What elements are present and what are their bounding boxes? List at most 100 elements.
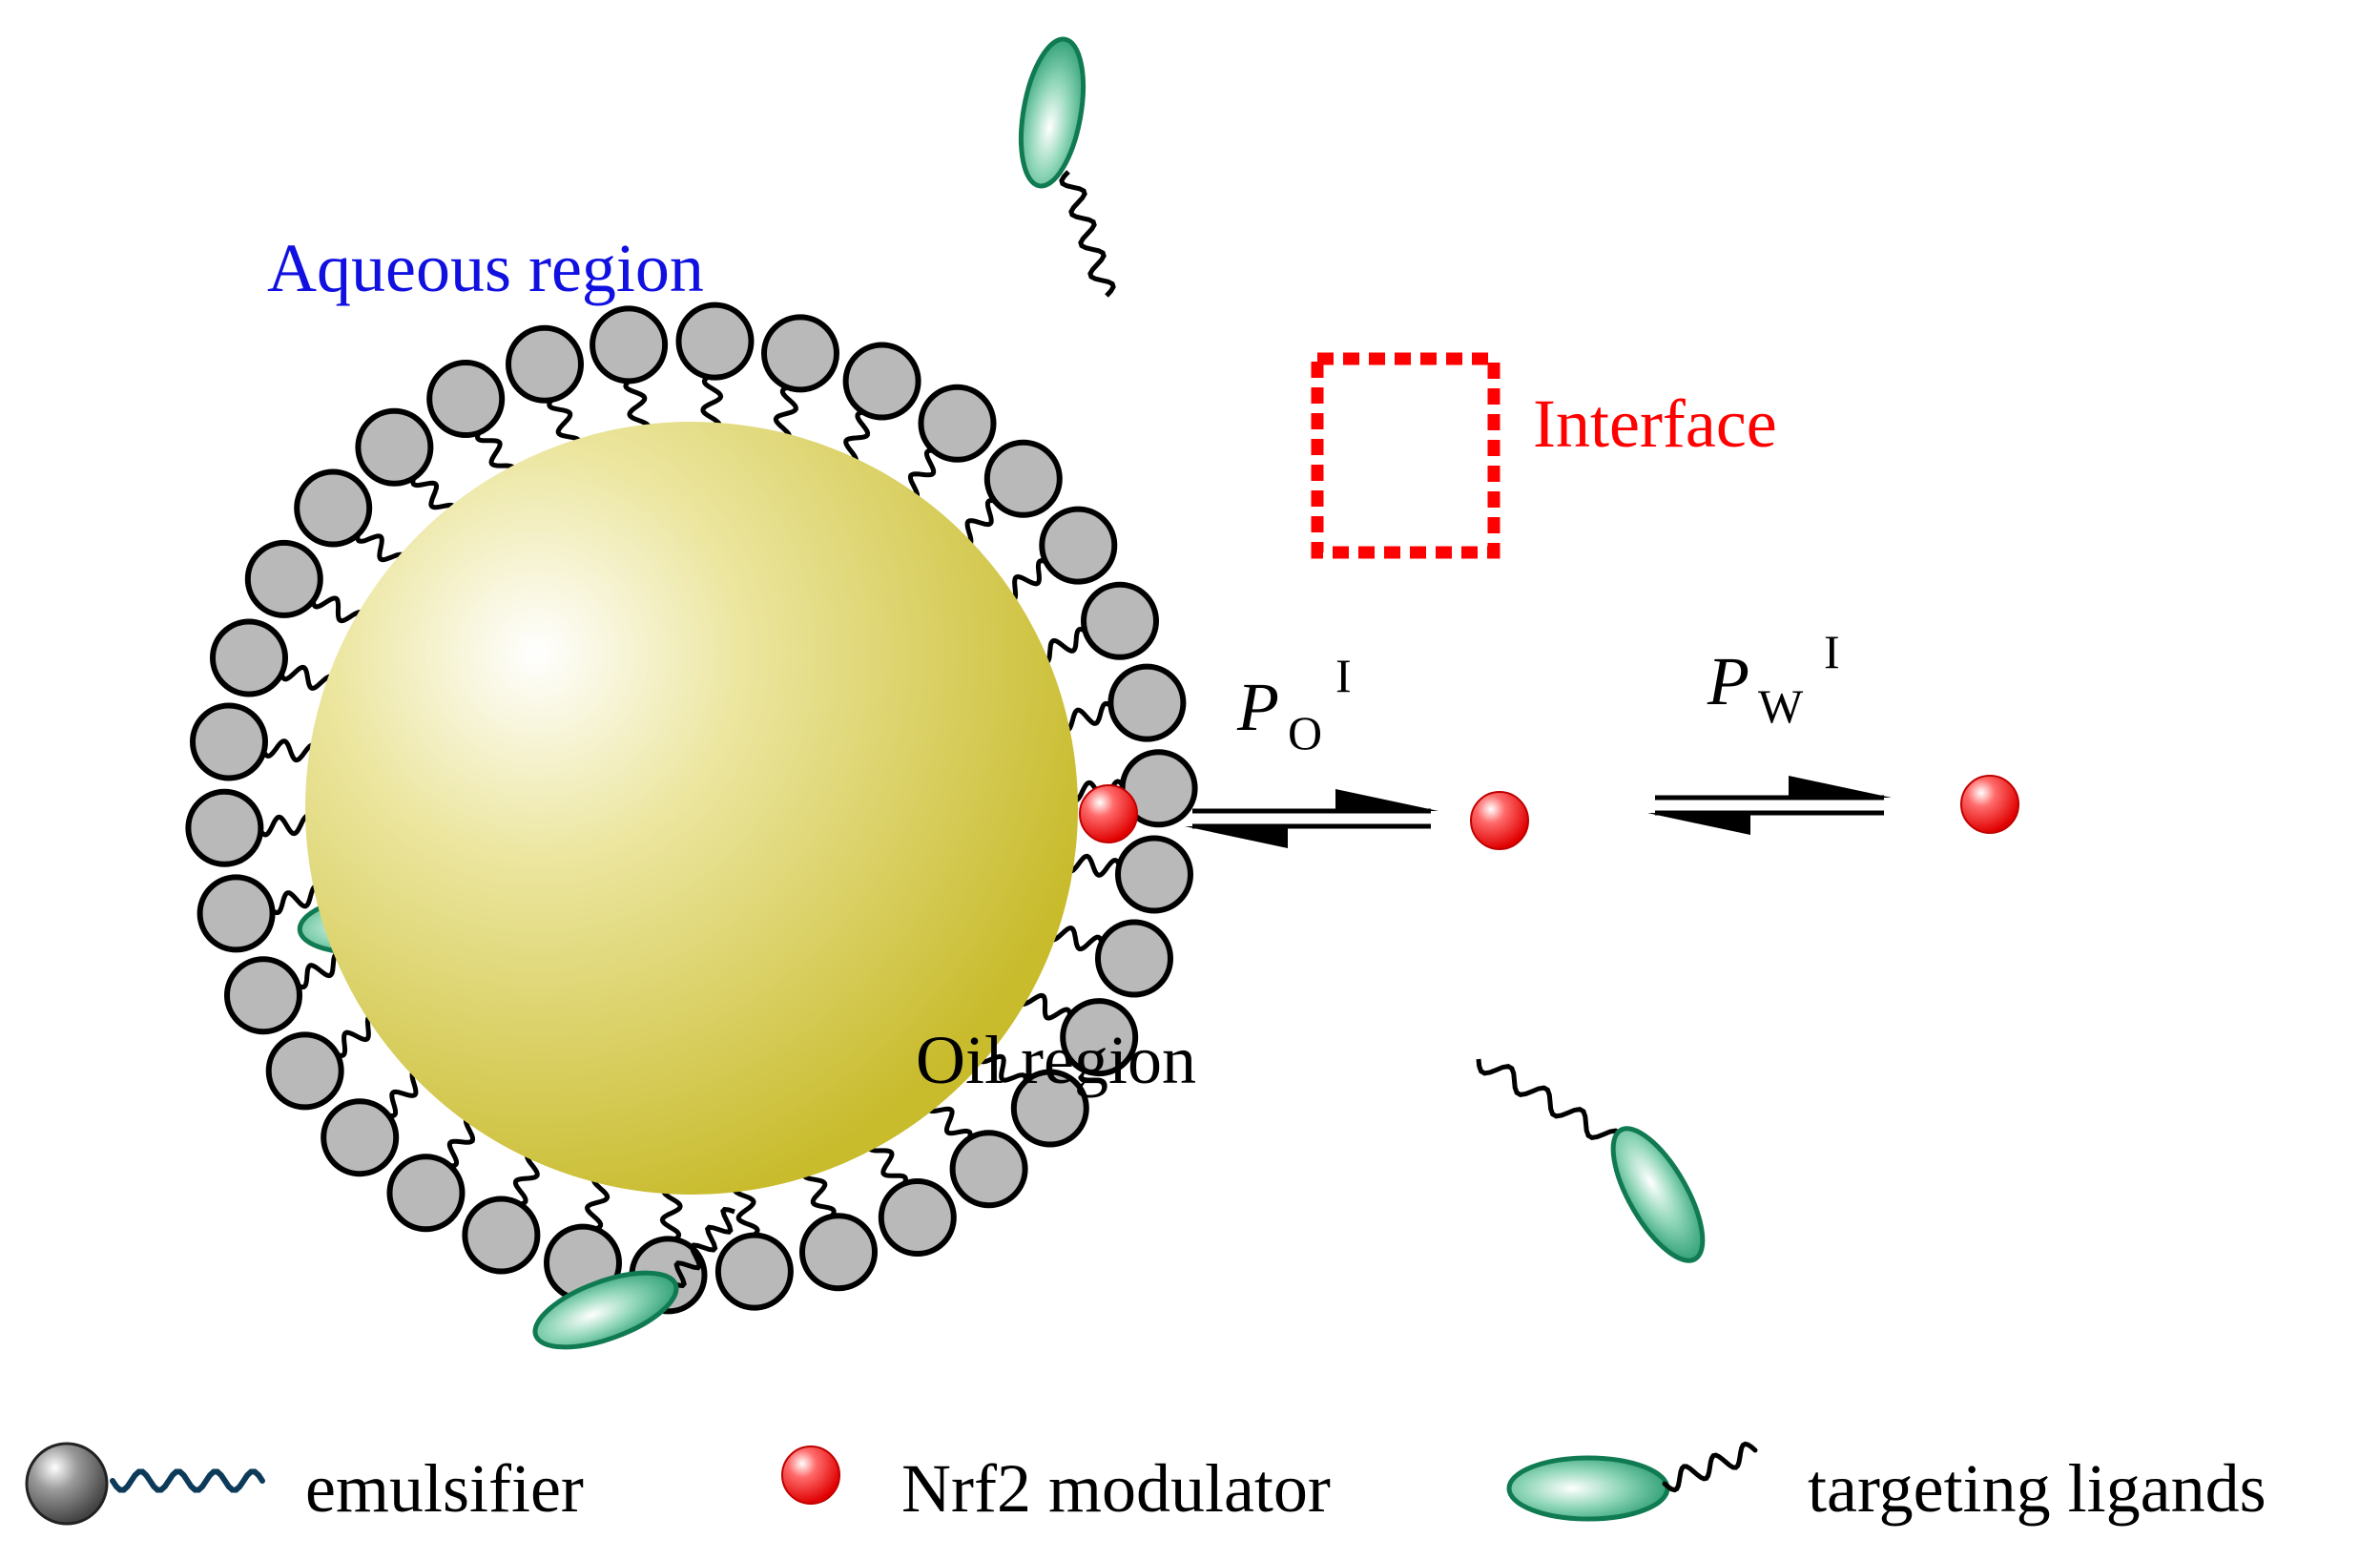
ligand-tether bbox=[1059, 170, 1116, 298]
emulsifier-head bbox=[294, 468, 373, 548]
oil-region-label: Oil region bbox=[916, 1022, 1196, 1098]
emulsifier-tail bbox=[801, 1164, 837, 1222]
p-w-subscript: W bbox=[1758, 679, 1804, 733]
emulsifier-tail bbox=[585, 1172, 611, 1233]
emulsifier-head bbox=[224, 956, 302, 1035]
legend-emulsifier-label: emulsifier bbox=[305, 1450, 584, 1527]
interface-label: Interface bbox=[1533, 385, 1777, 462]
emulsifier-tail bbox=[732, 1179, 760, 1240]
legend: emulsifier Nrf2 modulator targeting liga… bbox=[25, 1441, 2266, 1527]
emulsifier-head bbox=[185, 788, 264, 867]
nrf2-modulator-icon bbox=[781, 1446, 840, 1505]
emulsifier-head bbox=[462, 1196, 541, 1275]
p-o-subscript: O bbox=[1288, 706, 1322, 759]
emulsifier-tail bbox=[1056, 700, 1117, 733]
emulsifier-tail bbox=[266, 884, 327, 916]
partition-coefficient-oil-label: P O I bbox=[1236, 649, 1352, 759]
emulsifier-tail bbox=[958, 497, 1001, 548]
emulsifier-tail bbox=[866, 1136, 909, 1190]
emulsifier-head bbox=[386, 1154, 466, 1233]
emulsifier-tail bbox=[925, 1097, 973, 1145]
emulsifier-head bbox=[918, 384, 997, 463]
equilibrium-arrow-oil-interface bbox=[1185, 789, 1438, 848]
emulsifier-tail bbox=[331, 1013, 382, 1058]
targeting-ligand bbox=[1018, 36, 1087, 189]
emulsifier-head-icon bbox=[25, 1442, 109, 1526]
emulsifier-head bbox=[1115, 835, 1193, 914]
emulsifier-tail bbox=[623, 376, 652, 437]
ligand-head-icon bbox=[1506, 1455, 1670, 1522]
emulsifier-head bbox=[714, 1232, 794, 1311]
emulsifier-tail bbox=[547, 394, 582, 452]
emulsifier-tail bbox=[1035, 626, 1091, 665]
emulsifier-head bbox=[244, 539, 323, 618]
emulsifier-tail bbox=[773, 384, 798, 445]
interface-box bbox=[1311, 352, 1500, 559]
ligand-tether bbox=[1476, 1058, 1625, 1146]
emulsifier-tail bbox=[659, 1182, 683, 1244]
emulsifier-tail bbox=[278, 664, 338, 691]
nrf2-particle-aqueous bbox=[1960, 775, 2019, 834]
emulsifier-head bbox=[983, 439, 1063, 518]
p-o-symbol: P bbox=[1236, 669, 1279, 745]
emulsifier-tail bbox=[1017, 992, 1073, 1021]
emulsifier-tail bbox=[310, 595, 366, 624]
emulsifier-tail bbox=[445, 1114, 478, 1169]
emulsifier-tail bbox=[905, 447, 939, 502]
emulsifier-tail bbox=[843, 409, 871, 467]
ligand-tether bbox=[672, 1206, 735, 1289]
legend-emulsifier: emulsifier bbox=[25, 1442, 584, 1527]
p-o-superscript: I bbox=[1335, 649, 1352, 702]
emulsifier-tail bbox=[383, 1069, 425, 1119]
emulsifier-tail bbox=[1045, 926, 1106, 952]
emulsifier-head bbox=[949, 1130, 1028, 1209]
equilibrium-arrow-interface-aqueous bbox=[1647, 776, 1892, 835]
emulsifier-tail-icon bbox=[110, 1468, 265, 1493]
emulsifier-tail bbox=[259, 738, 321, 763]
emulsifier-head bbox=[590, 305, 669, 385]
emulsifier-tail bbox=[474, 426, 517, 480]
emulsifier-tail bbox=[700, 372, 724, 434]
emulsifier-head bbox=[1010, 1069, 1089, 1148]
legend-ligand-label: targeting ligands bbox=[1808, 1450, 2266, 1527]
emulsifier-head bbox=[799, 1213, 878, 1292]
legend-nrf2-label: Nrf2 modulator bbox=[901, 1450, 1331, 1527]
partition-coefficient-water-label: P W I bbox=[1707, 625, 1840, 733]
emulsifier-tail bbox=[977, 1050, 1028, 1088]
targeting-ligand bbox=[532, 1270, 679, 1350]
nrf2-particle-oil bbox=[1079, 784, 1138, 843]
emulsifier-tail bbox=[292, 951, 348, 990]
emulsifier-head bbox=[506, 324, 584, 404]
legend-ligand: targeting ligands bbox=[1506, 1441, 2266, 1527]
emulsifier-head bbox=[761, 314, 839, 393]
emulsifier-head bbox=[1081, 581, 1159, 660]
emulsifier-tail bbox=[355, 529, 406, 567]
emulsifier-head bbox=[355, 407, 434, 487]
emulsifier-head bbox=[1060, 998, 1139, 1077]
emulsifier-head bbox=[265, 1031, 344, 1111]
p-w-superscript: I bbox=[1824, 625, 1840, 678]
emulsifier-head bbox=[842, 342, 921, 421]
targeting-ligand bbox=[1610, 1126, 1706, 1263]
aqueous-region-label: Aqueous region bbox=[267, 230, 704, 306]
emulsifier-tail bbox=[1062, 853, 1124, 878]
p-w-symbol: P bbox=[1707, 643, 1749, 719]
emulsifier-head bbox=[426, 360, 506, 438]
emulsifier-head bbox=[1095, 919, 1173, 998]
emulsifier-head bbox=[1039, 506, 1118, 585]
emulsifier-head bbox=[878, 1178, 957, 1257]
emulsifier-head bbox=[321, 1098, 400, 1177]
emulsifier-tail bbox=[1002, 558, 1052, 603]
emulsifier-head bbox=[190, 702, 268, 781]
ligand-tail-icon bbox=[1662, 1441, 1758, 1493]
emulsifier-head bbox=[197, 874, 276, 953]
emulsifier-tail bbox=[256, 813, 318, 838]
legend-nrf2: Nrf2 modulator bbox=[781, 1446, 1331, 1527]
emulsifier-tail bbox=[410, 471, 458, 519]
nrf2-particle-interface bbox=[1470, 791, 1529, 850]
emulsifier-tail bbox=[512, 1150, 540, 1207]
oil-core bbox=[305, 422, 1078, 1195]
emulsifier-head bbox=[675, 302, 755, 381]
